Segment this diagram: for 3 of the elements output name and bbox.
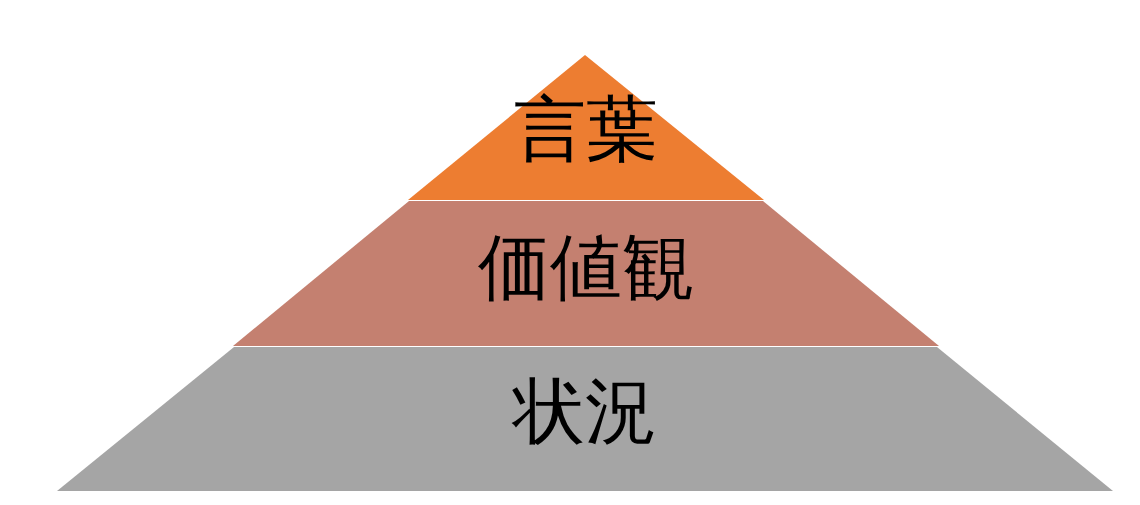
tier-label: 価値観	[478, 231, 694, 303]
tier-label: 状況	[513, 375, 657, 447]
tier-label: 言葉	[514, 93, 658, 165]
